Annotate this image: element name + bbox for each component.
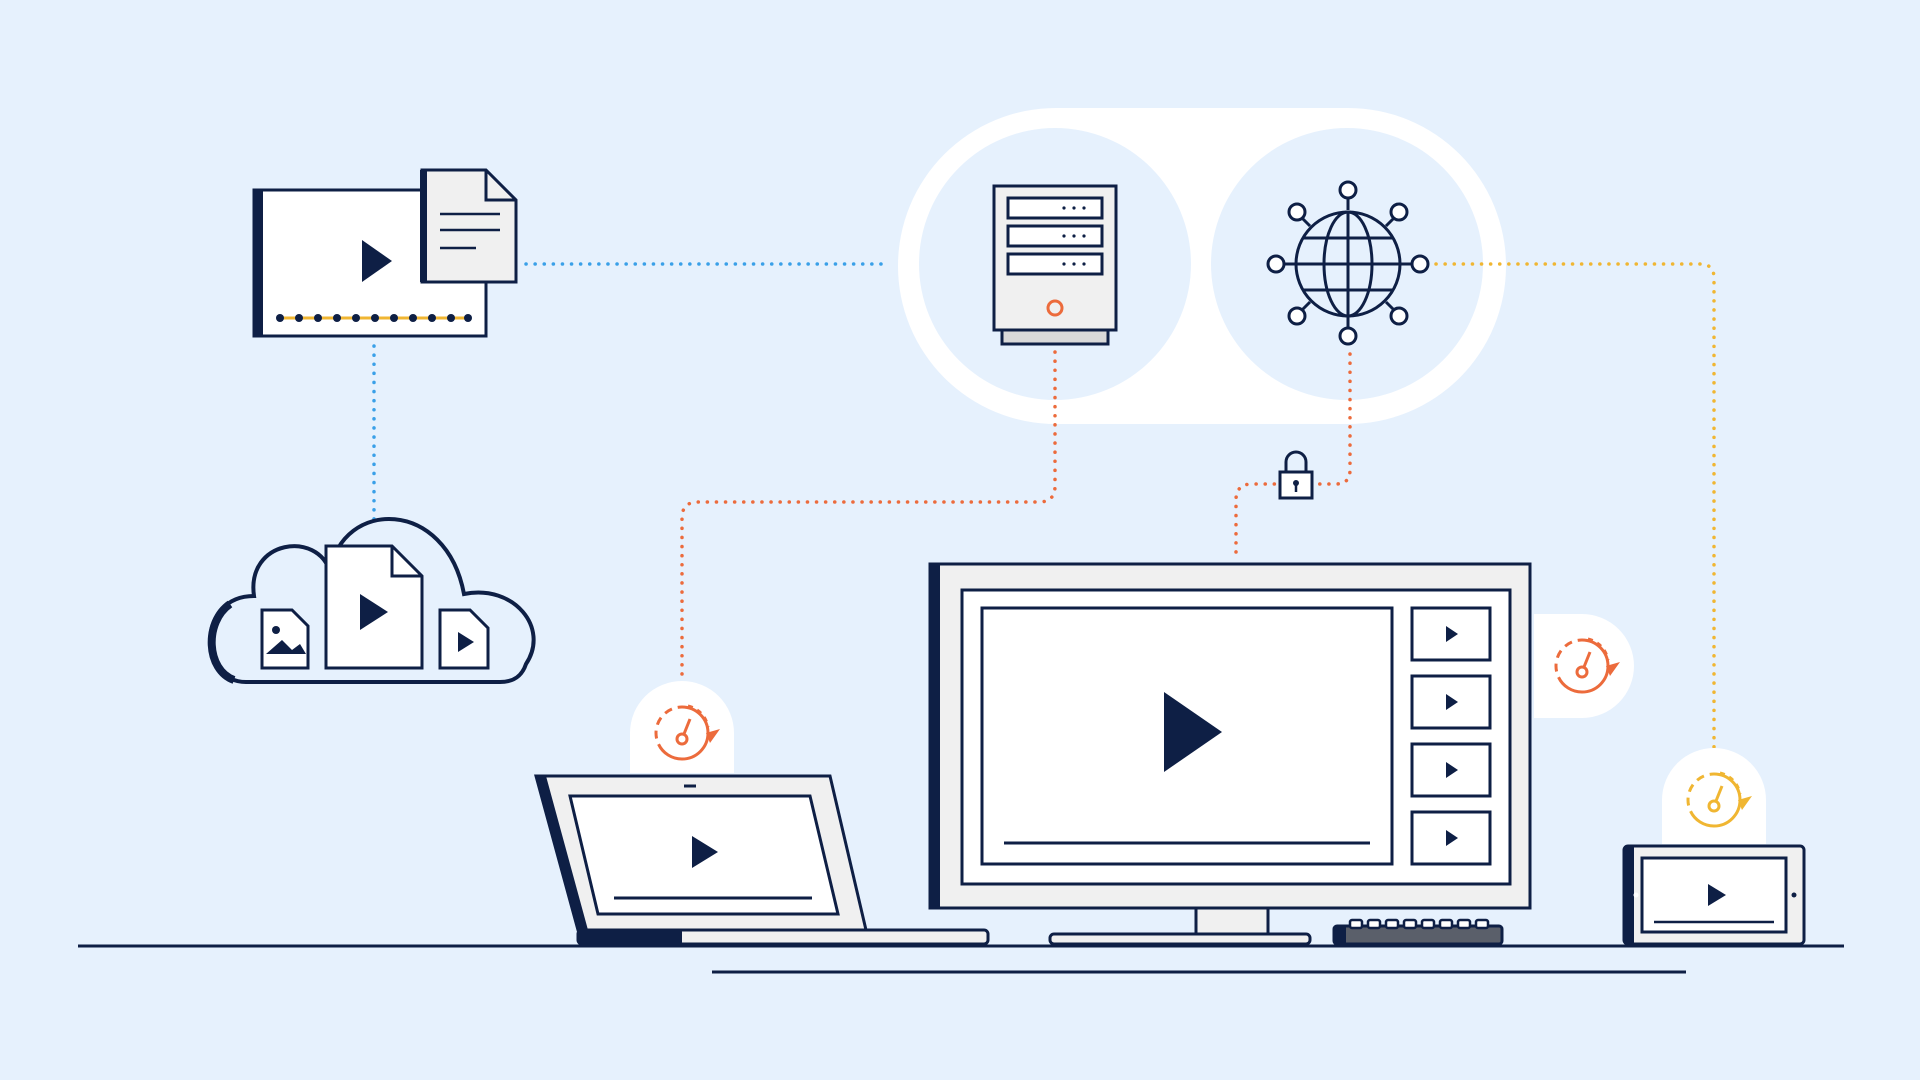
play-icon <box>1164 692 1222 772</box>
play-icon <box>692 836 718 868</box>
desktop-monitor <box>928 562 1532 946</box>
speed-gauge-icon <box>630 681 734 773</box>
source-video-document <box>252 168 518 338</box>
lock-icon <box>1278 450 1314 500</box>
globe-network-icon <box>1266 180 1430 346</box>
small-video-file-icon <box>438 608 490 670</box>
play-icon <box>362 240 392 282</box>
image-file-icon <box>260 608 310 670</box>
keyboard <box>1332 918 1504 946</box>
speed-gauge-icon <box>1662 748 1766 844</box>
link-server-to-laptop <box>680 350 1057 692</box>
link-globe-to-tablet <box>1434 262 1716 760</box>
server-icon <box>992 184 1118 346</box>
text-document-icon <box>420 168 518 284</box>
video-file-icon <box>324 544 424 670</box>
tablet <box>1622 844 1806 946</box>
speed-gauge-icon <box>1534 614 1634 718</box>
cloud-storage-icon <box>207 516 536 684</box>
play-icon <box>1708 884 1726 906</box>
laptop <box>534 774 990 946</box>
